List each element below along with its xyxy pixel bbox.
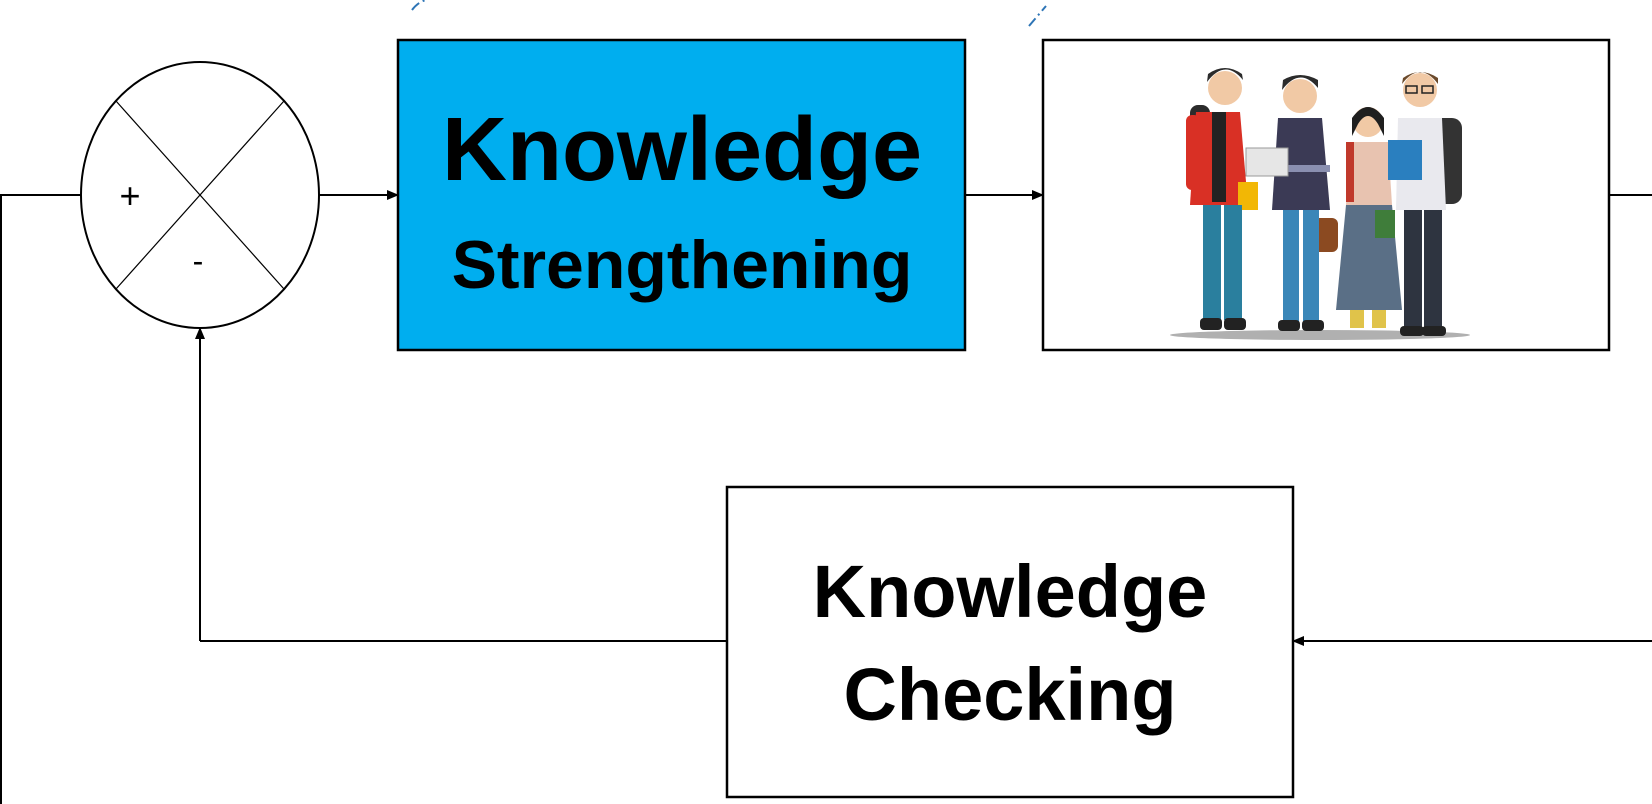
student-figure <box>1245 75 1338 331</box>
forward-block-line1: Knowledge <box>442 100 922 200</box>
student-figure <box>1388 72 1462 336</box>
selection-mark <box>411 0 427 11</box>
selection-mark <box>1028 5 1047 27</box>
student-figure <box>1336 107 1402 328</box>
minus-sign: - <box>193 243 204 279</box>
students-block <box>1041 38 1611 352</box>
students-group-illustration <box>1170 68 1470 340</box>
student-figure <box>1186 68 1258 330</box>
feedback-block-line1: Knowledge <box>813 550 1208 633</box>
feedback-block-line2: Checking <box>843 653 1176 736</box>
knowledge-checking-block: Knowledge Checking <box>725 485 1295 799</box>
summing-junction: + - <box>80 61 320 329</box>
forward-block-line2: Strengthening <box>452 227 913 303</box>
plus-sign: + <box>119 175 140 216</box>
knowledge-strengthening-block: Knowledge Strengthening <box>396 38 967 352</box>
